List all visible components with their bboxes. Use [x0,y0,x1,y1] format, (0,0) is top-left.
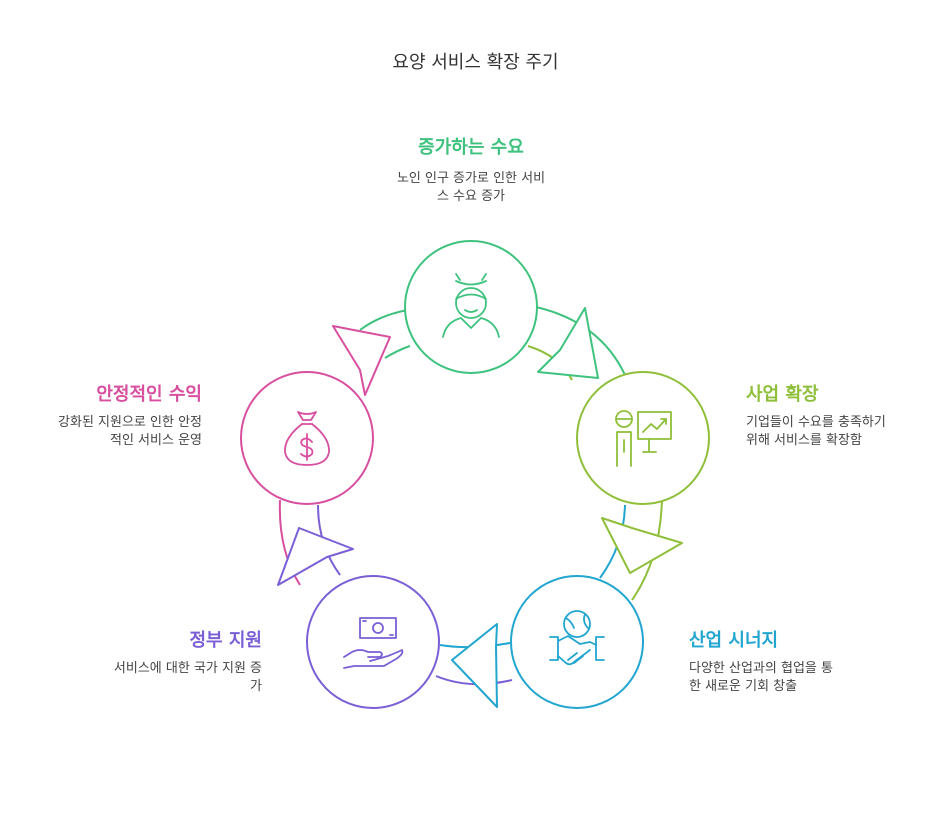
stage-desc-revenue: 강화된 지원으로 인한 안정 적인 서비스 운영 [2,414,202,450]
money-hand-icon [343,617,404,669]
arc-revenue-demand-inner [384,345,411,359]
stage-desc-demand-line2: 스 수요 증가 [436,189,506,204]
stage-circle-support [306,575,440,709]
stage-desc-synergy-line1: 다양한 산업과의 협업을 통 [689,661,833,676]
stage-desc-expansion-line2: 위해 서비스를 확장함 [746,433,862,448]
stage-label-demand: 증가하는 수요 [418,137,524,158]
stage-desc-support-line1: 서비스에 대한 국가 지원 증 [113,661,262,676]
arrow-support-to-revenue [277,527,354,586]
arrow-synergy-to-support [451,623,498,708]
stage-desc-demand: 노인 인구 증가로 인한 서비 스 수요 증가 [371,170,571,206]
arc-synergy-support [435,675,513,686]
arc-revenue-demand [359,309,409,331]
stage-desc-revenue-line1: 강화된 지원으로 인한 안정 [58,415,202,430]
elderly-person-icon [442,273,500,338]
arrow-demand-to-expansion [537,307,599,379]
stage-label-expansion: 사업 확장 [746,384,819,405]
stage-desc-support: 서비스에 대한 국가 지원 증 가 [62,660,262,696]
arrow-expansion-to-synergy [601,517,683,574]
stage-desc-demand-line1: 노인 인구 증가로 인한 서비 [396,171,546,186]
stage-label-revenue: 안정적인 수익 [96,384,202,405]
stage-label-synergy: 산업 시너지 [689,630,779,651]
handshake-globe-icon [549,610,605,666]
money-bag-icon [284,411,330,466]
stage-circle-demand [404,240,538,374]
stage-desc-synergy-line2: 한 새로운 기회 창출 [689,679,798,694]
arrow-revenue-to-demand [332,325,391,396]
arc-support-revenue [278,499,301,586]
stage-desc-expansion: 기업들이 수요를 충족하기 위해 서비스를 확장함 [746,414,941,450]
stage-circle-expansion [576,371,710,505]
stage-desc-revenue-line2: 적인 서비스 운영 [110,433,202,448]
stage-desc-synergy: 다양한 산업과의 협업을 통 한 새로운 기회 창출 [689,660,889,696]
presentation-growth-icon [615,410,672,467]
stage-desc-support-line2: 가 [250,679,262,694]
diagram-title: 요양 서비스 확장 주기 [392,52,559,73]
stage-label-support: 정부 지원 [189,630,262,651]
stage-desc-expansion-line1: 기업들이 수요를 충족하기 [746,415,886,430]
